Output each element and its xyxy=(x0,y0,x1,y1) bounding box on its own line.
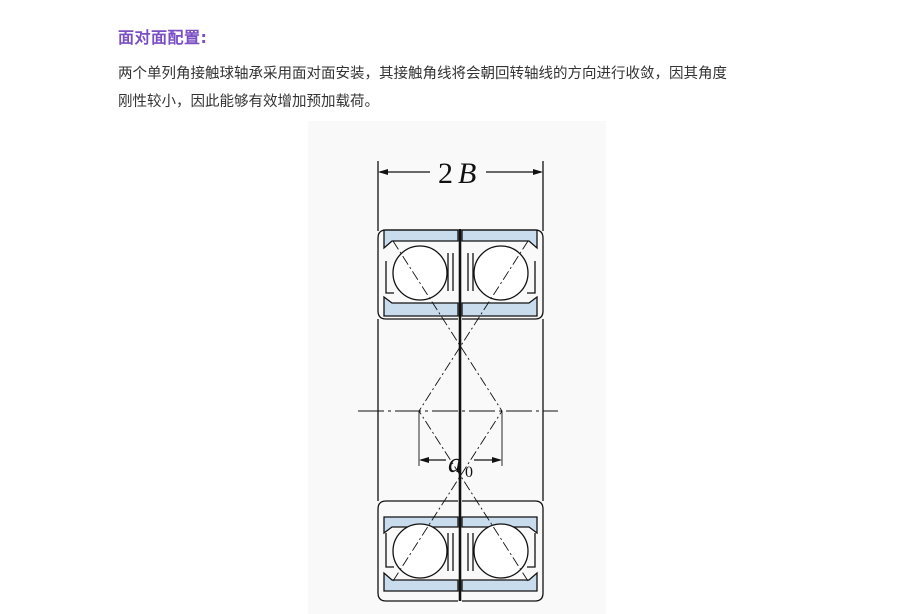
contact-line-upper-left xyxy=(392,240,503,412)
paragraph-line-2: 刚性较小，因此能够有效增加预加载荷。 xyxy=(118,94,379,110)
paragraph-line-1: 两个单列角接触球轴承采用面对面安装，其接触角线将会朝回转轴线的方向进行收敛，因其… xyxy=(118,66,727,82)
contact-line-lower-left xyxy=(392,410,503,582)
spacing-label-subscript: 0 xyxy=(465,464,473,481)
width-label-variable: B xyxy=(458,157,476,190)
lower-left-housing xyxy=(377,500,458,602)
upper-right-inner-ring xyxy=(461,295,538,317)
lower-right-outer-ring xyxy=(461,571,538,592)
dim-arrow-left xyxy=(378,169,388,175)
upper-right-housing xyxy=(462,229,544,320)
lower-right-cage xyxy=(467,533,536,571)
a0-arrow-right xyxy=(492,457,502,463)
section-heading: 面对面配置: xyxy=(118,28,208,47)
lower-right-housing xyxy=(462,500,544,602)
contact-line-lower-right xyxy=(418,410,529,582)
upper-right-cage xyxy=(467,253,536,294)
width-label-number: 2 xyxy=(438,157,453,190)
lower-right-ball xyxy=(473,523,529,579)
lower-left-outer-ring xyxy=(383,571,459,592)
dim-arrow-right xyxy=(533,169,543,175)
upper-right-ball xyxy=(473,245,529,301)
lower-left-cage xyxy=(385,533,454,571)
upper-left-housing xyxy=(377,229,458,320)
bearing-diagram-svg: 2 B a 0 xyxy=(358,157,558,602)
bearing-diagram: 2 B a 0 xyxy=(308,121,606,614)
spacing-label-variable: a xyxy=(448,448,462,479)
contact-line-upper-right xyxy=(418,240,529,412)
upper-left-ball xyxy=(392,245,448,301)
a0-arrow-left xyxy=(419,457,429,463)
upper-left-cage xyxy=(385,253,454,294)
upper-left-inner-ring xyxy=(383,295,459,317)
upper-left-outer-ring xyxy=(383,229,459,250)
lower-left-ball xyxy=(392,523,448,579)
section-paragraph: 两个单列角接触球轴承采用面对面安装，其接触角线将会朝回转轴线的方向进行收敛，因其… xyxy=(118,60,808,116)
